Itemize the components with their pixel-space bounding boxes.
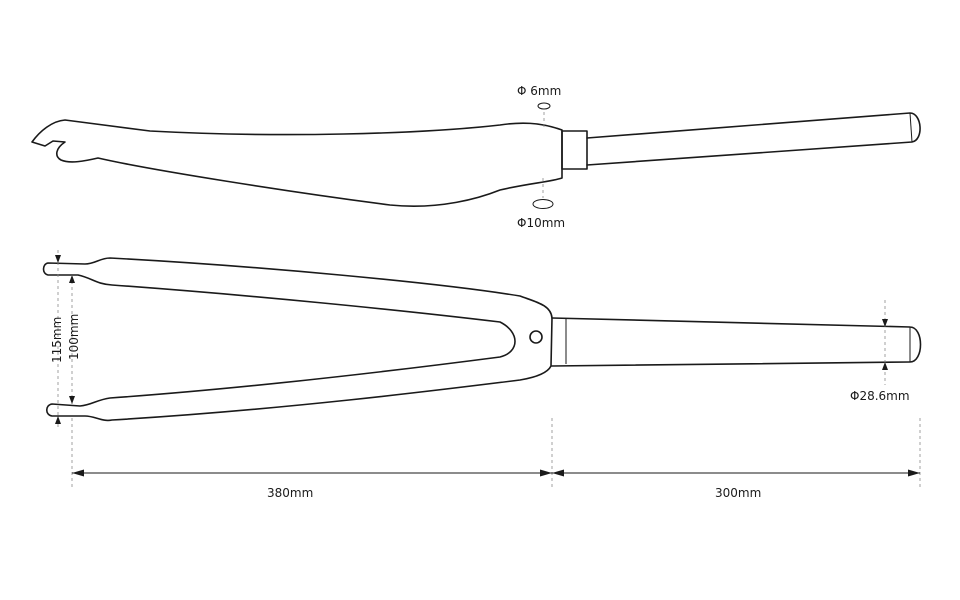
steerer-tube-side: [586, 112, 921, 166]
top-hole-label: Φ 6mm: [517, 84, 561, 98]
fork-legs-outer: [42, 257, 553, 422]
top-hole-ellipse: [537, 102, 551, 110]
steerer-length-arrow-left: [552, 469, 564, 477]
steerer-length-label: 300mm: [715, 486, 761, 500]
steerer-end-line: [909, 112, 913, 143]
steerer-diameter-label: Φ28.6mm: [850, 389, 910, 403]
steerer-diameter-arrow-bottom: [882, 362, 888, 370]
blade-length-arrow-right: [540, 469, 552, 477]
blade-length-arrow-left: [72, 469, 84, 477]
crown-bolt-hole: [529, 330, 543, 344]
headset-cup: [561, 130, 588, 170]
fork-blade-side: [31, 119, 563, 207]
steerer-length-arrow-right: [908, 469, 920, 477]
dropout-arrow-bottom: [55, 416, 61, 424]
dropout-arrow-top: [55, 255, 61, 263]
dropout-width-inner-label: 100mm: [67, 314, 81, 360]
dropout-inner-arrow-top: [69, 275, 75, 283]
steerer-diameter-arrow-top: [882, 319, 888, 327]
bottom-hole-label: Φ10mm: [517, 216, 565, 230]
bottom-hole-ellipse: [532, 199, 554, 209]
dropout-inner-arrow-bottom: [69, 396, 75, 404]
fork-front-view: 115mm 100mm Φ28.6mm: [42, 250, 922, 430]
length-dimensions: 380mm 300mm: [71, 418, 921, 500]
fork-side-view: Φ 6mm Φ10mm: [31, 84, 921, 230]
steerer-tube-front: [551, 317, 922, 367]
blade-length-label: 380mm: [267, 486, 313, 500]
dropout-width-outer-label: 115mm: [50, 317, 64, 363]
